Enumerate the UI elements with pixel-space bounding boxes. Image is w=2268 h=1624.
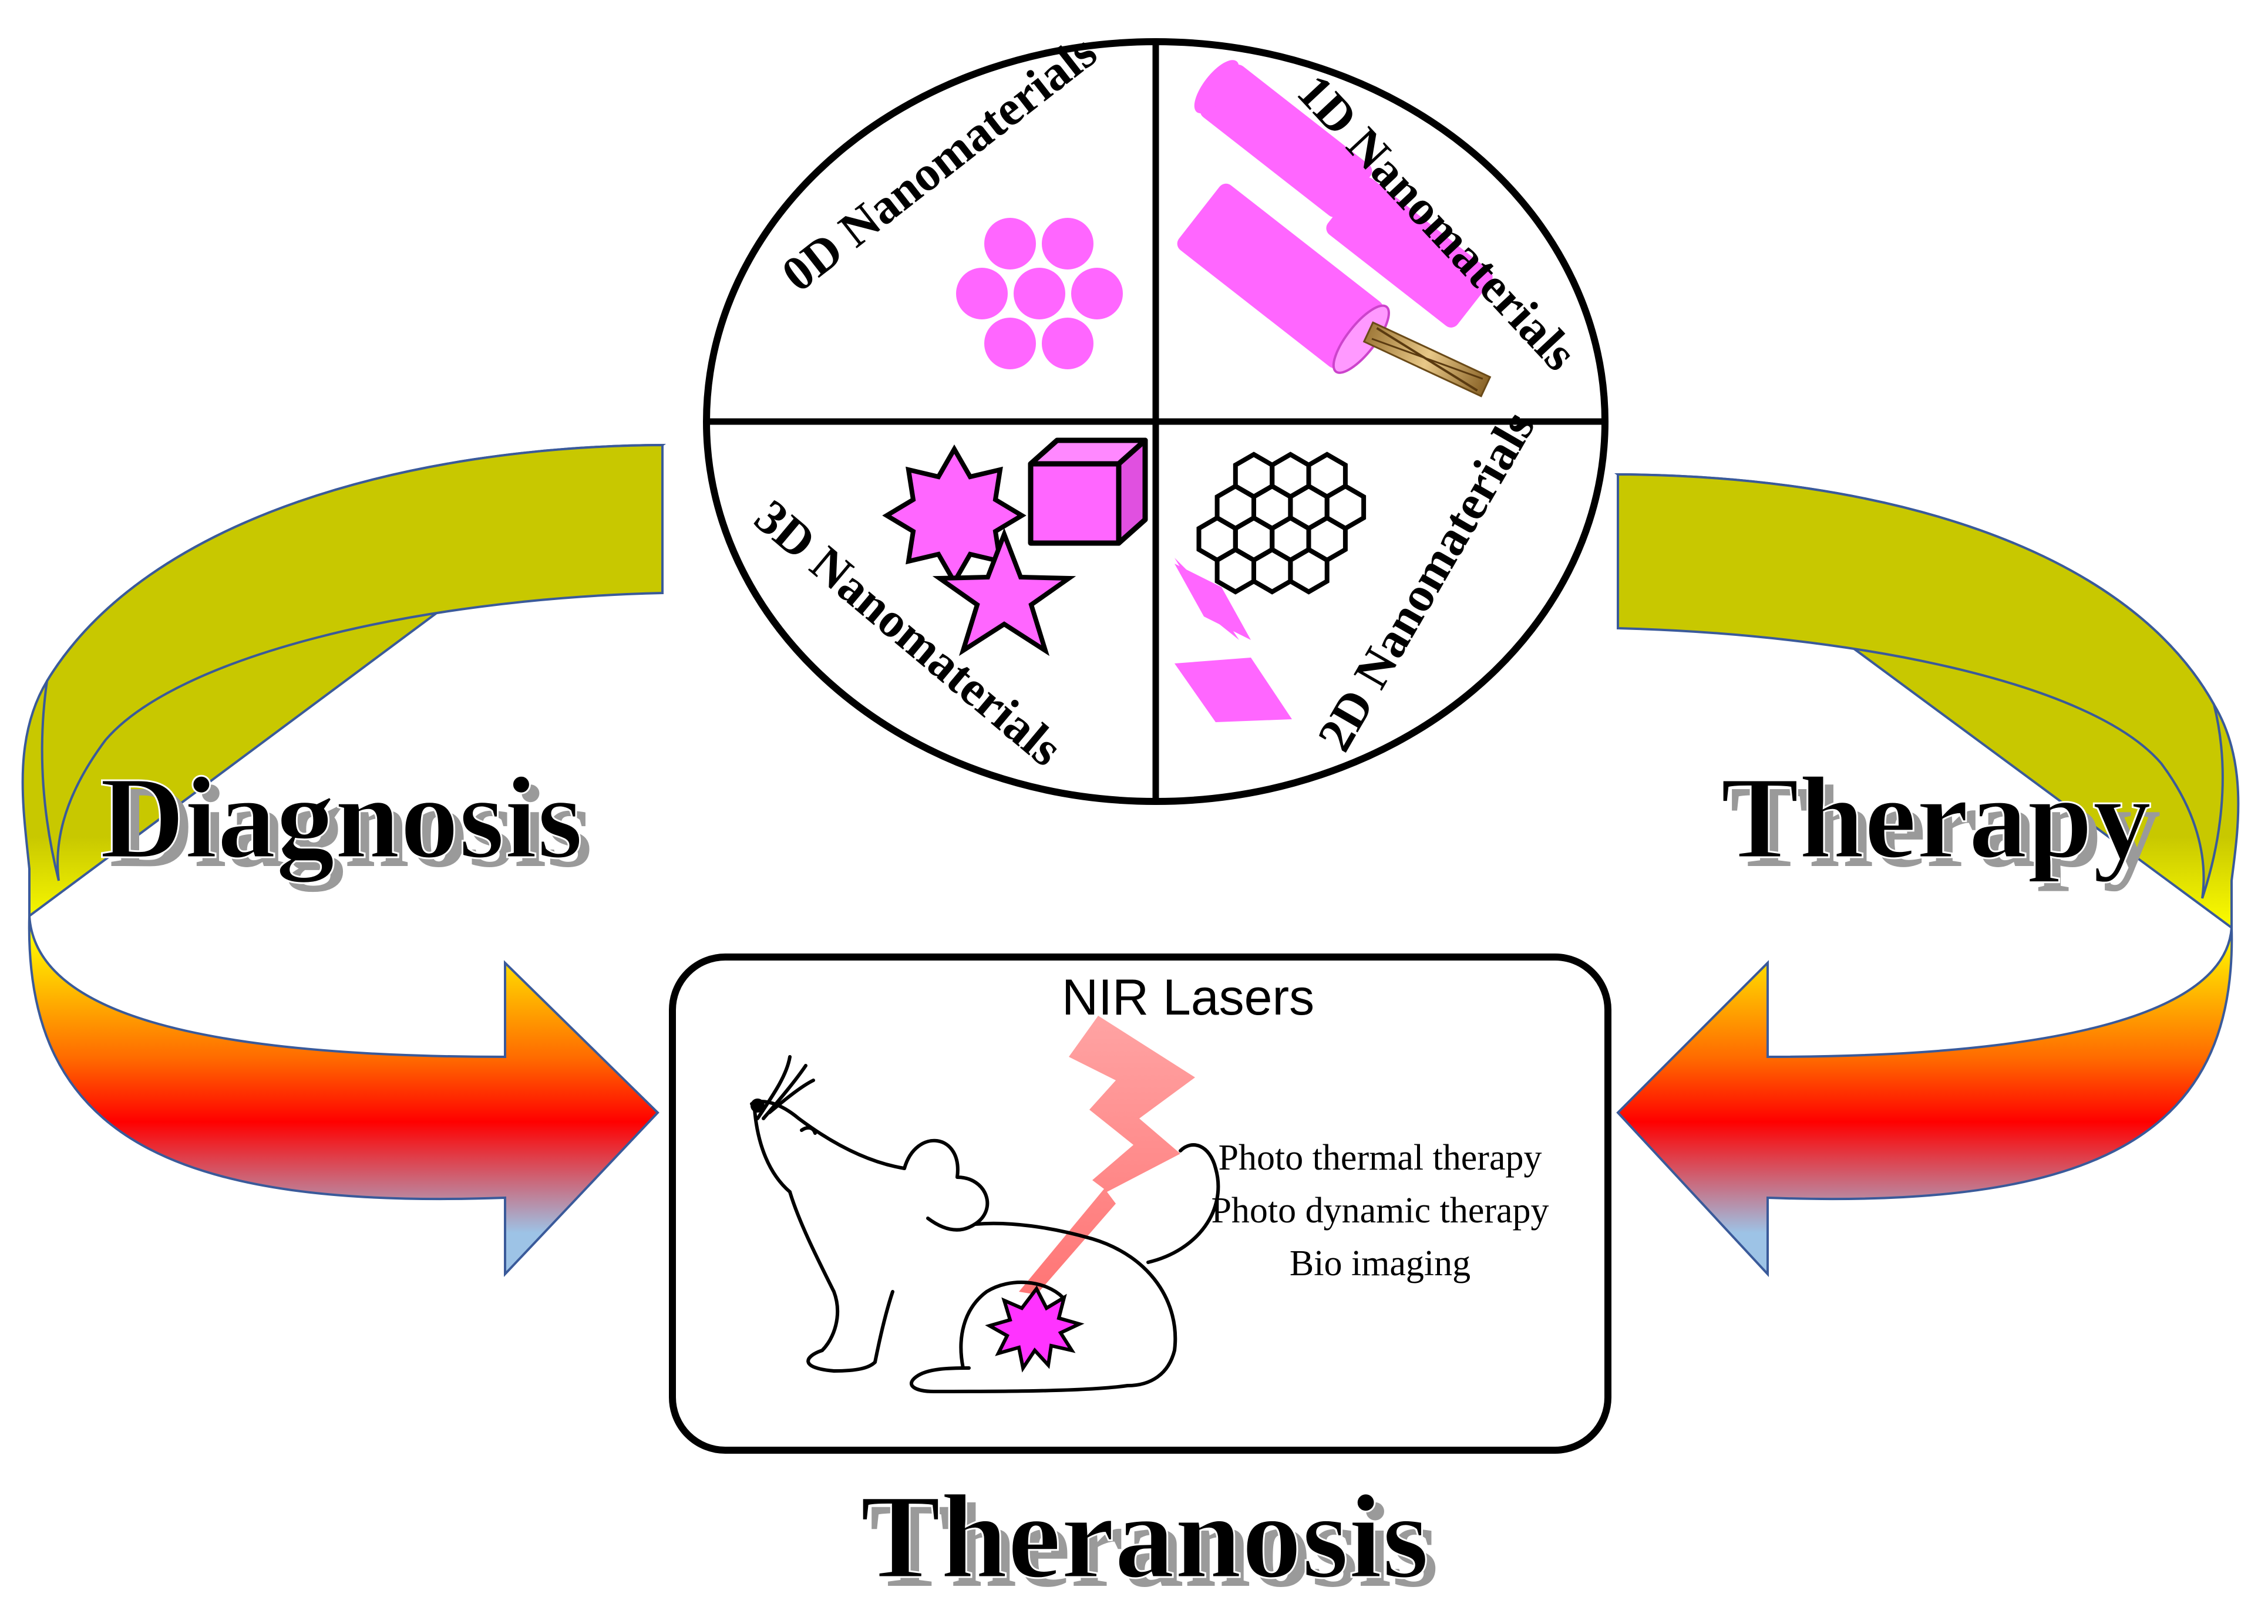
theranosis-title-shadow: Theranosis xyxy=(870,1479,1438,1612)
application-photo-dynamic: Photo dynamic therapy xyxy=(1211,1191,1549,1231)
three-d-shapes xyxy=(882,437,1148,656)
tumor-burst-icon xyxy=(985,1285,1085,1373)
graphene-hexagon xyxy=(1288,547,1330,595)
nir-lasers-label: NIR Lasers xyxy=(1062,969,1314,1026)
nanomaterial-circle: 0D Nanomaterials 1D Nanomaterials xyxy=(703,24,1609,805)
diagnosis-label-group: Diagnosis Diagnosis xyxy=(99,753,593,892)
diagnosis-label-shadow: Diagnosis xyxy=(109,762,592,892)
mouse-panel: NIR Lasers Photo thermal therapy Photo d… xyxy=(669,953,1611,1454)
diagnosis-arrow xyxy=(21,443,667,1278)
therapy-arrow xyxy=(1614,473,2240,1278)
two-d-graphene xyxy=(1196,452,1367,595)
zero-d-spheres xyxy=(956,218,1123,369)
cube-shape xyxy=(1028,437,1148,546)
nir-laser-bolt xyxy=(1019,1016,1195,1295)
therapy-label: Therapy xyxy=(1721,753,2151,883)
star-shape xyxy=(932,527,1076,656)
therapy-label-shadow: Therapy xyxy=(1730,762,2161,892)
one-d-rods xyxy=(1177,60,1493,397)
diagnosis-label: Diagnosis xyxy=(100,753,583,883)
theranosis-title-group: Theranosis Theranosis xyxy=(860,1470,1439,1613)
theranosis-title: Theranosis xyxy=(860,1470,1429,1603)
therapy-label-group: Therapy Therapy xyxy=(1720,753,2161,892)
mouse-illustration xyxy=(750,1055,1220,1393)
two-d-sheets xyxy=(1175,558,1292,722)
application-photo-thermal: Photo thermal therapy xyxy=(1219,1138,1542,1178)
application-bio-imaging: Bio imaging xyxy=(1290,1244,1471,1283)
